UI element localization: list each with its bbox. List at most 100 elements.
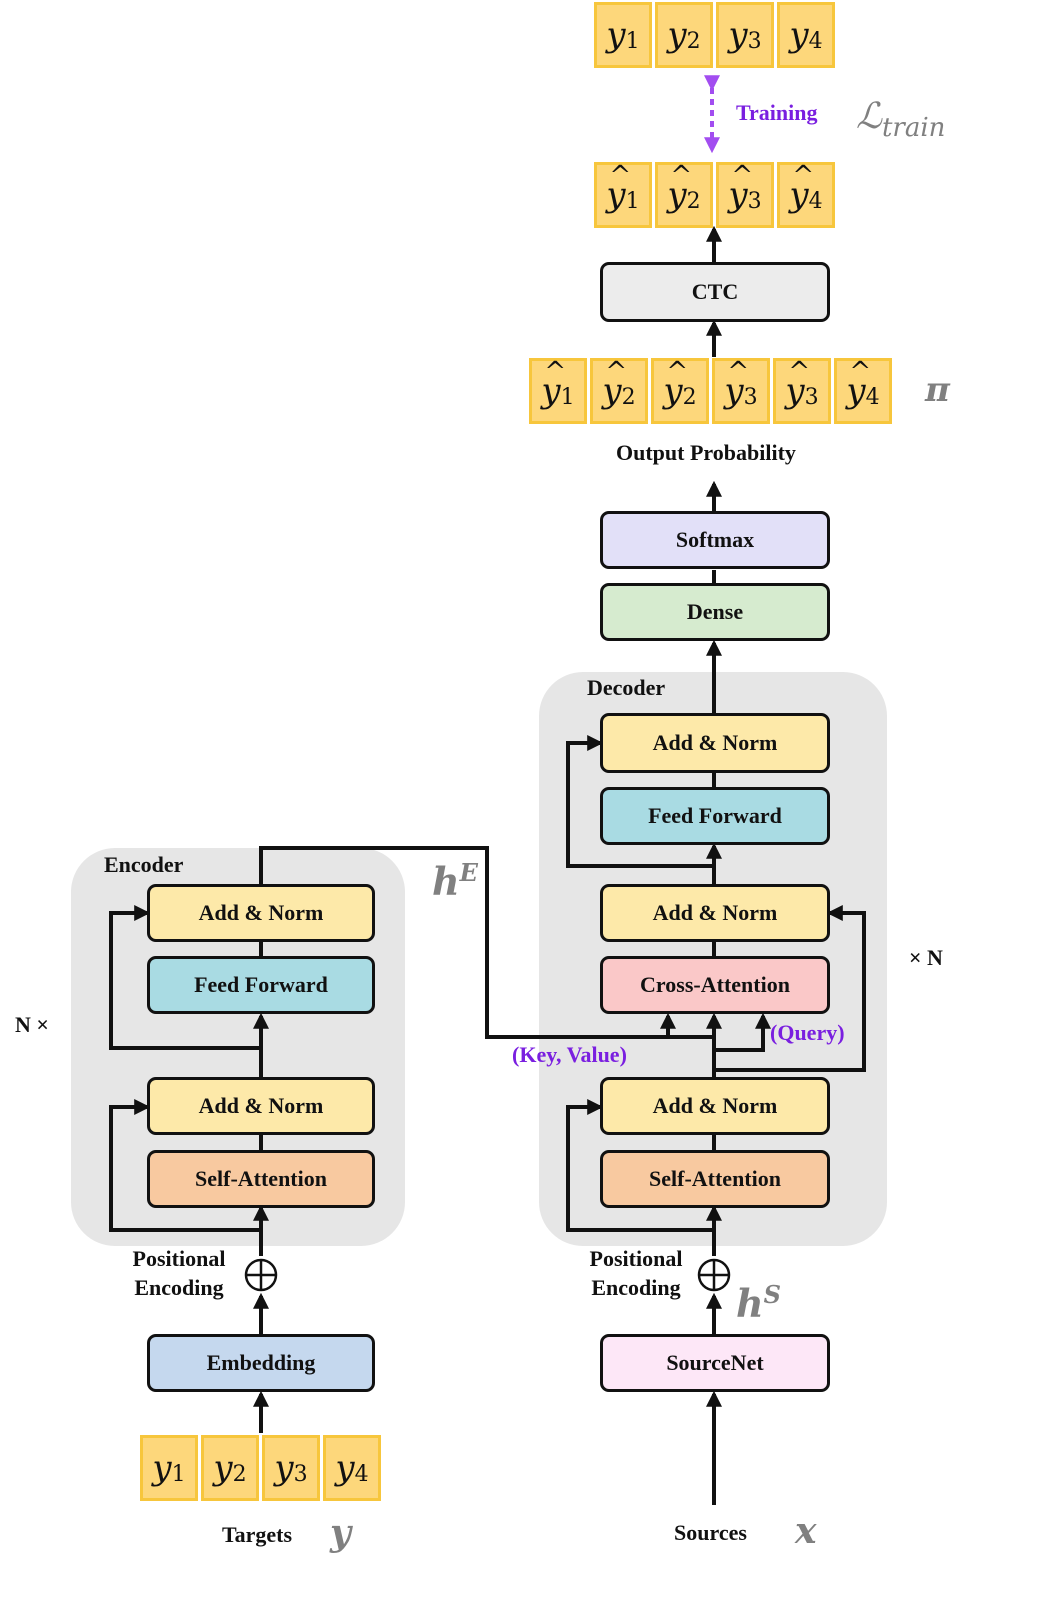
token-subscript: 1: [625, 188, 640, 214]
encoder-output-symbol: hE: [432, 858, 478, 904]
token-symbol: y: [606, 161, 631, 215]
token-subscript: 2: [686, 188, 701, 214]
token-subscript: 1: [171, 1461, 186, 1487]
token-subscript: 2: [232, 1461, 247, 1487]
token-symbol: y: [602, 357, 627, 411]
token-symbol: y: [789, 15, 809, 55]
encoder-output-line: [259, 846, 714, 1039]
arrow-query: [714, 1012, 771, 1052]
path-symbol: π: [925, 370, 950, 410]
token-symbol: y: [152, 1448, 172, 1488]
pe-line-1: Positional: [132, 1246, 226, 1271]
token-subscript: 3: [747, 188, 762, 214]
sourcenet-block: SourceNet: [600, 1334, 830, 1392]
token-subscript: 2: [686, 28, 701, 54]
token-subscript: 4: [808, 188, 823, 214]
token: y1: [594, 161, 652, 228]
token: y3: [773, 357, 831, 424]
decoder-title: Decoder: [587, 675, 666, 700]
token: y2: [590, 357, 648, 424]
h-superscript: S: [763, 1280, 781, 1309]
loss-script-l: ℒ: [856, 96, 882, 137]
token: y3: [716, 161, 774, 228]
h-superscript: E: [459, 858, 478, 887]
pe-line-1: Positional: [589, 1246, 683, 1271]
token-symbol: y: [335, 1448, 355, 1488]
token-subscript: 3: [743, 384, 758, 410]
targets-symbol: y: [330, 1512, 351, 1554]
token-subscript: 3: [804, 384, 819, 410]
token-subscript: 4: [354, 1461, 369, 1487]
label: Add & Norm: [652, 1093, 778, 1118]
pe-line-2: Encoding: [591, 1275, 681, 1300]
training-label: Training: [736, 100, 818, 125]
token-symbol: y: [606, 15, 626, 55]
token-subscript: 4: [808, 28, 823, 54]
label: Feed Forward: [194, 972, 328, 997]
token-symbol: y: [541, 357, 566, 411]
sources-symbol: x: [795, 1510, 817, 1552]
token-subscript: 1: [625, 28, 640, 54]
token: y2: [651, 357, 709, 424]
label: Embedding: [206, 1350, 316, 1375]
token-symbol: y: [789, 161, 814, 215]
output-probability-label: Output Probability: [616, 440, 796, 465]
decoder-self-attention: Self-Attention: [600, 1150, 830, 1208]
loss-symbol: ℒtrain: [856, 96, 945, 143]
encoder-residual-2: [109, 905, 261, 1050]
encoder-repeat-label: N ×: [15, 1012, 49, 1037]
decoder-add-norm-bottom: Add & Norm: [600, 1077, 830, 1135]
token-symbol: y: [728, 161, 753, 215]
label: SourceNet: [666, 1350, 764, 1375]
token: y2: [655, 161, 713, 228]
token-subscript: 2: [621, 384, 636, 410]
token-subscript: 4: [865, 384, 880, 410]
decoder-repeat-label: × N: [909, 945, 943, 970]
label: Self-Attention: [195, 1166, 327, 1191]
encoder-residual-1: [109, 1099, 261, 1232]
encoder-add-norm-top: Add & Norm: [147, 884, 375, 942]
encoder-title: Encoder: [104, 852, 184, 877]
label: Add & Norm: [198, 900, 324, 925]
softmax-block: Softmax: [600, 511, 830, 569]
token-symbol: y: [724, 357, 749, 411]
targets-label: Targets: [222, 1522, 293, 1547]
token-symbol: y: [785, 357, 810, 411]
token-symbol: y: [667, 15, 687, 55]
h-symbol: h: [736, 1280, 764, 1326]
encoder-feed-forward: Feed Forward: [147, 956, 375, 1014]
label: Feed Forward: [648, 803, 782, 828]
decoder-residual-1: [566, 1099, 714, 1232]
label: Add & Norm: [652, 730, 778, 755]
decoder-cross-attention: Cross-Attention: [600, 956, 830, 1014]
decoder-residual-3: [566, 735, 714, 868]
label: Self-Attention: [649, 1166, 781, 1191]
token-symbol: y: [667, 161, 692, 215]
token-subscript: 1: [560, 384, 575, 410]
source-symbol: hS: [736, 1280, 781, 1326]
decoder-feed-forward: Feed Forward: [600, 787, 830, 845]
token-subscript: 2: [682, 384, 697, 410]
token: y3: [712, 357, 770, 424]
sources-label: Sources: [674, 1520, 747, 1545]
token: y4: [777, 161, 835, 228]
dense-block: Dense: [600, 583, 830, 641]
token-symbol: y: [728, 15, 748, 55]
token: y4: [834, 357, 892, 424]
label: Add & Norm: [652, 900, 778, 925]
loss-subscript: train: [881, 113, 946, 144]
query-label: (Query): [770, 1020, 845, 1045]
token-symbol: y: [274, 1448, 294, 1488]
decoder-add-norm-mid: Add & Norm: [600, 884, 830, 942]
token-subscript: 3: [293, 1461, 308, 1487]
label: Softmax: [675, 527, 755, 552]
token-symbol: y: [663, 357, 688, 411]
embedding-block: Embedding: [147, 1334, 375, 1392]
